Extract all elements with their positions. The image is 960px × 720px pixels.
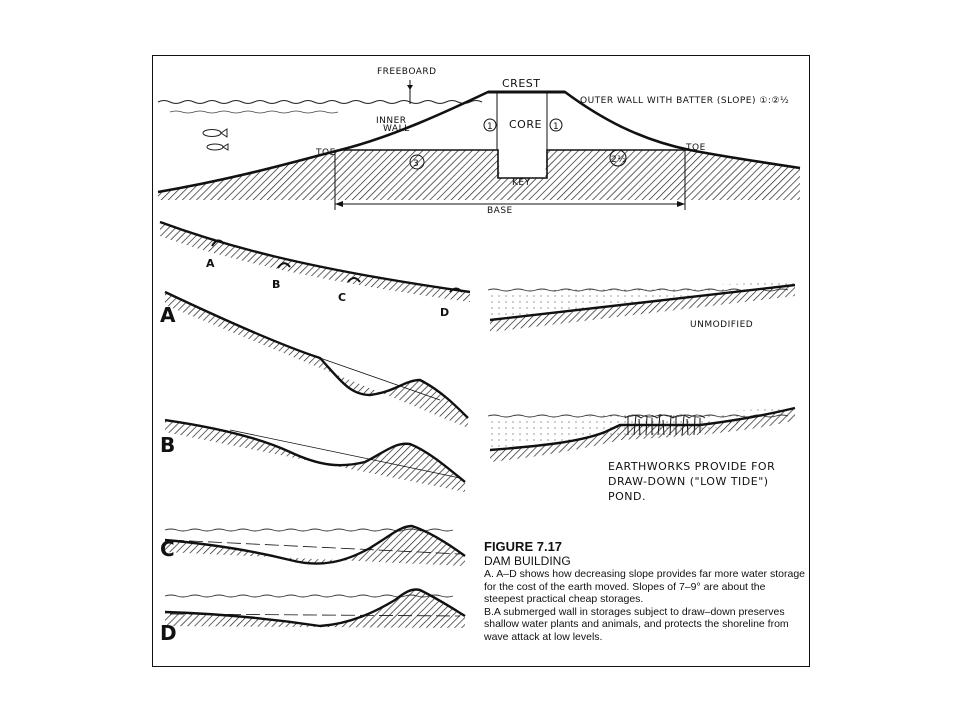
- label-ratio-one-right: 1: [553, 122, 559, 132]
- label-ratio-two-half: 2½: [611, 155, 626, 165]
- label-earthworks-1: EARTHWORKS PROVIDE FOR: [608, 460, 775, 473]
- unmodified-profile: [487, 282, 796, 332]
- label-profile-c: C: [160, 537, 175, 561]
- profile-c: [164, 524, 466, 566]
- caption-paragraph-b: B.A submerged wall in storages subject t…: [484, 605, 789, 643]
- label-unmodified: UNMODIFIED: [690, 320, 753, 330]
- marker-a: A: [206, 257, 215, 270]
- profile-b: [164, 418, 466, 492]
- label-key: KEY: [512, 178, 531, 188]
- marker-d: D: [440, 306, 450, 319]
- profile-d: [164, 588, 466, 628]
- label-earthworks-3: POND.: [608, 490, 646, 503]
- water-surface-waves: [157, 100, 483, 104]
- dam-embankment: [157, 90, 801, 194]
- fish-icon: [202, 128, 229, 151]
- ground-hatch: [158, 150, 800, 200]
- figure-number: FIGURE 7.17: [484, 539, 563, 554]
- dam-cross-section: [157, 80, 801, 210]
- label-profile-b: B: [160, 433, 175, 457]
- marker-c: C: [338, 291, 347, 304]
- label-core: CORE: [509, 118, 542, 131]
- marker-b: B: [272, 278, 281, 291]
- label-inner-wall-2: WALL: [383, 124, 410, 134]
- label-profile-a: A: [160, 303, 176, 327]
- label-toe-left: TOE: [315, 148, 336, 158]
- figure-caption: FIGURE 7.17 DAM BUILDING A. A–D shows ho…: [484, 540, 806, 643]
- earthworks-profile: [487, 406, 796, 462]
- label-profile-d: D: [160, 621, 177, 645]
- water-plants-icon: [624, 413, 706, 436]
- label-crest: CREST: [502, 77, 540, 90]
- label-ratio-one-left: 1: [487, 122, 493, 132]
- label-toe-right: TOE: [685, 143, 706, 153]
- slope-profile-overview: [159, 220, 471, 302]
- label-ratio-three: 3: [413, 159, 419, 169]
- caption-paragraph-a: A. A–D shows how decreasing slope provid…: [484, 568, 805, 605]
- figure-title: DAM BUILDING: [484, 554, 571, 568]
- label-base: BASE: [487, 206, 513, 216]
- profile-a: [164, 290, 469, 428]
- label-outer-wall: OUTER WALL WITH BATTER (SLOPE) ①:②½: [580, 96, 789, 106]
- label-freeboard: FREEBOARD: [377, 67, 437, 77]
- label-earthworks-2: DRAW-DOWN ("LOW TIDE"): [608, 475, 769, 488]
- label-inner-wall-1: INNER: [376, 116, 407, 126]
